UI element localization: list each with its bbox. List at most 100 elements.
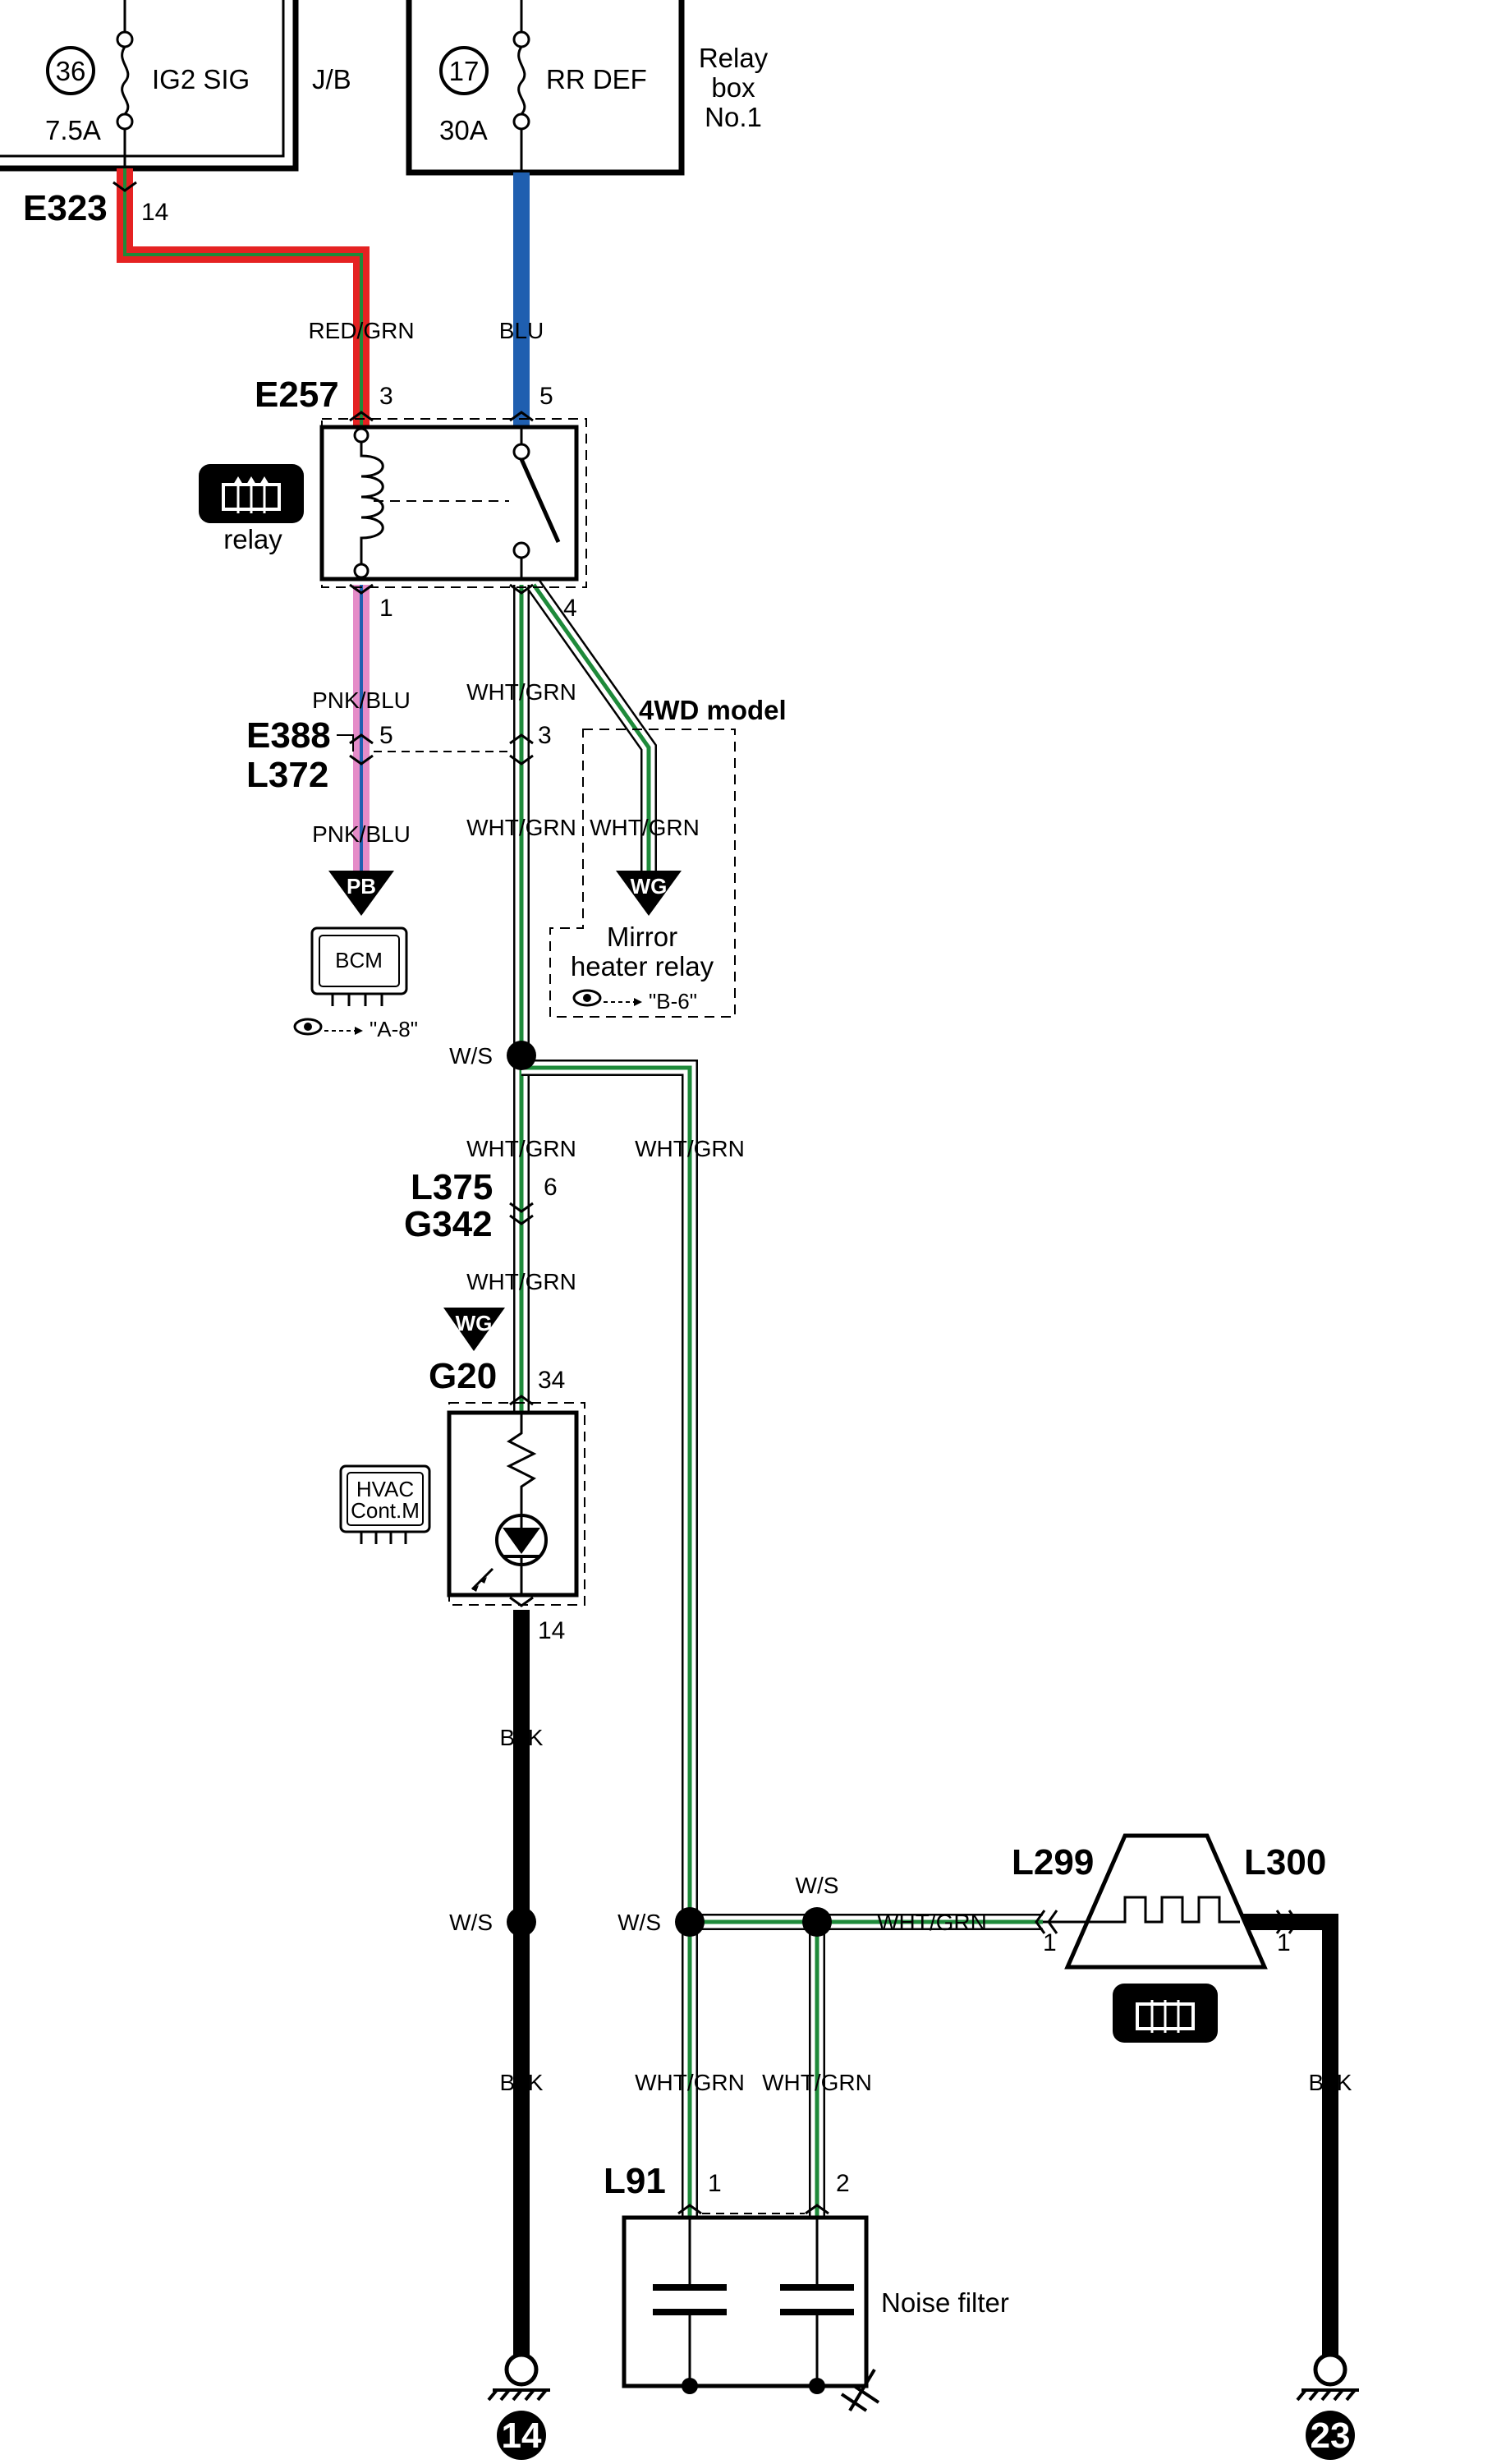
relay-coil-icon bbox=[353, 427, 509, 579]
eye-reference-icon bbox=[572, 989, 642, 1007]
connector-pin: 6 bbox=[544, 1174, 558, 1201]
ground-number: 23 bbox=[1311, 2416, 1351, 2456]
connector-pin-1: 1 bbox=[379, 595, 393, 622]
connector-id: E257 bbox=[255, 375, 339, 415]
noise-filter: Noise filter bbox=[622, 2215, 1009, 2412]
connector-e323: E323 14 bbox=[23, 181, 168, 228]
tag-wg-label: WG bbox=[456, 1311, 493, 1335]
connector-pin-3: 3 bbox=[538, 722, 552, 749]
ground-icon bbox=[497, 2411, 546, 2460]
connector-pin-34: 34 bbox=[538, 1367, 565, 1394]
ground-number: 14 bbox=[502, 2416, 542, 2456]
splice-ws-1: W/S bbox=[449, 1041, 536, 1070]
connector-l372: L372 bbox=[246, 755, 328, 795]
bcm-module: BCM bbox=[310, 926, 408, 1006]
4wd-model-box: 4WD model WG Mirror heater relay "B-6" bbox=[549, 695, 787, 1018]
fuse-number-circle bbox=[46, 46, 95, 95]
fuse-number: 17 bbox=[449, 56, 480, 86]
wire-label-wht-grn-1: WHT/GRN bbox=[466, 679, 576, 705]
connector-e388: E388 5 3 bbox=[246, 715, 552, 765]
fuse-name: IG2 SIG bbox=[152, 64, 250, 94]
bcm-ref-label: "A-8" bbox=[370, 1017, 418, 1041]
connector-id: E323 bbox=[23, 188, 108, 228]
relay-box-line3: No.1 bbox=[705, 102, 762, 132]
fuse-number: 36 bbox=[56, 56, 86, 86]
wire-label-blk-3: BLK bbox=[1309, 2070, 1352, 2095]
hvac-indicator bbox=[447, 1402, 585, 1606]
connector-g342: G342 bbox=[404, 1204, 493, 1244]
tag-wg: WG bbox=[616, 871, 682, 916]
connector-pin: 1 bbox=[1043, 1929, 1057, 1956]
connector-l375: L375 6 bbox=[411, 1167, 558, 1225]
wire-label-wht-grn-8: WHT/GRN bbox=[635, 2070, 745, 2095]
relay-box-line2: box bbox=[711, 72, 755, 103]
relay-switch-icon bbox=[512, 427, 561, 579]
wire-label-blk-2: BLK bbox=[500, 2070, 544, 2095]
wire-label-blk-1: BLK bbox=[500, 1725, 544, 1750]
wire-label-wht-grn-4: WHT/GRN bbox=[466, 1136, 576, 1161]
connector-pin-1: 1 bbox=[708, 2170, 722, 2197]
connector-g20: G20 34 14 bbox=[429, 1356, 565, 1644]
connector-pin-2: 2 bbox=[836, 2170, 850, 2197]
connector-e257: E257 3 5 1 4 bbox=[255, 375, 577, 622]
connector-pin-5: 5 bbox=[379, 722, 393, 749]
wire-label-wht-grn-9: WHT/GRN bbox=[762, 2070, 872, 2095]
splice-label: W/S bbox=[617, 1910, 661, 1935]
wire-label-wht-grn-3: WHT/GRN bbox=[590, 815, 700, 840]
connector-pin-14: 14 bbox=[538, 1617, 565, 1644]
wire-label-pnk-blu-1: PNK/BLU bbox=[312, 687, 411, 713]
jb-label: J/B bbox=[312, 64, 351, 94]
fuse-name: RR DEF bbox=[546, 64, 647, 94]
capacitor-icon bbox=[780, 2218, 854, 2394]
fuse-17: 17 RR DEF 30A bbox=[439, 0, 647, 172]
mirror-ref-label: "B-6" bbox=[649, 989, 697, 1014]
led-icon bbox=[471, 1503, 548, 1595]
connector-pin: 1 bbox=[1277, 1929, 1291, 1956]
rear-defogger-icon bbox=[199, 464, 304, 523]
wire-label-wht-grn-7: WHT/GRN bbox=[877, 1910, 987, 1935]
tag-wg-label: WG bbox=[631, 874, 668, 899]
fuse-36: 36 IG2 SIG 7.5A bbox=[45, 0, 250, 168]
connector-pin: 14 bbox=[141, 199, 168, 226]
wire-blk bbox=[513, 1610, 1338, 2365]
fuse-icon bbox=[512, 0, 530, 172]
wire-red-grn bbox=[117, 168, 370, 427]
fuse-rating: 30A bbox=[439, 115, 488, 145]
mirror-label-1: Mirror bbox=[607, 922, 677, 952]
ground-14: 14 bbox=[487, 2352, 550, 2460]
rear-defogger-icon bbox=[1113, 1984, 1218, 2043]
wire-label-pnk-blu-2: PNK/BLU bbox=[312, 821, 411, 847]
wire-wht-grn-mirror bbox=[526, 580, 657, 879]
ground-23: 23 bbox=[1296, 2352, 1359, 2460]
tag-pb-label: PB bbox=[347, 874, 376, 899]
splice-ws-3: W/S bbox=[796, 1873, 838, 1937]
connector-pin-5: 5 bbox=[539, 383, 553, 410]
tag-wg-2: WG bbox=[443, 1308, 505, 1351]
connector-id: G20 bbox=[429, 1356, 497, 1396]
module-icon bbox=[339, 1464, 431, 1544]
ground-icon bbox=[840, 2368, 880, 2412]
splice-label: W/S bbox=[449, 1043, 493, 1069]
hvac-label-2: Cont.M bbox=[351, 1498, 420, 1523]
connector-pin-4: 4 bbox=[563, 595, 577, 622]
connector-id: L299 bbox=[1012, 1842, 1094, 1882]
relay-label: relay bbox=[223, 524, 282, 554]
wire-label-wht-grn-2: WHT/GRN bbox=[466, 815, 576, 840]
hvac-label-1: HVAC bbox=[356, 1477, 414, 1501]
relay-box-no1: Relay box No.1 bbox=[406, 0, 769, 176]
capacitor-icon bbox=[653, 2218, 727, 2394]
mirror-label-2: heater relay bbox=[571, 951, 714, 981]
relay-box-line1: Relay bbox=[699, 43, 769, 73]
connector-l91: L91 1 2 bbox=[604, 2161, 850, 2215]
tag-pb: PB bbox=[328, 871, 394, 916]
connector-id: L300 bbox=[1244, 1842, 1326, 1882]
splice-label: W/S bbox=[449, 1910, 493, 1935]
fuse-rating: 7.5A bbox=[45, 115, 101, 145]
connector-id: L375 bbox=[411, 1167, 493, 1207]
splice-ws-blk: W/S bbox=[449, 1907, 536, 1937]
hvac-module: HVAC Cont.M bbox=[339, 1464, 431, 1544]
wire-red-grn-stripe bbox=[123, 168, 363, 427]
module-icon bbox=[310, 926, 408, 1006]
ground-icon bbox=[1306, 2411, 1355, 2460]
